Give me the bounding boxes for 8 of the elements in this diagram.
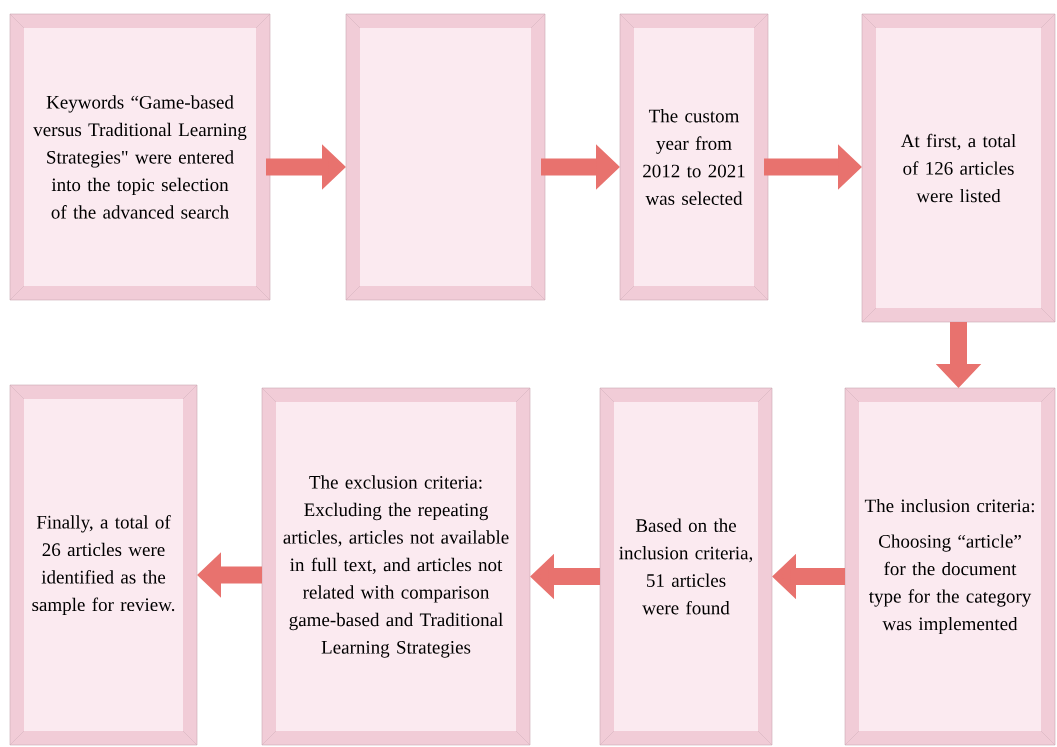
process-box: The inclusion criteria: Choosing “article” for the document type for the category was implemented — [844, 387, 1056, 746]
process-box: Based on the inclusion criteria, 51 articles were found — [599, 387, 773, 746]
process-box: At first, a total of 126 articles were listed — [861, 13, 1056, 323]
process-box: Finally, a total of 26 articles were identified as the sample for review. — [9, 384, 198, 746]
process-box: Keywords “Game-based versus Traditional Learning Strategies" were entered into the topic selection of the advanced search — [9, 13, 271, 301]
process-box: The exclusion criteria: Excluding the repeating articles, articles not available in full text, and articles not related with comparison game-based and Traditional Learning Strategies — [261, 387, 531, 746]
process-box: The custom year from 2012 to 2021 was selected — [619, 13, 769, 301]
process-box — [345, 13, 546, 301]
